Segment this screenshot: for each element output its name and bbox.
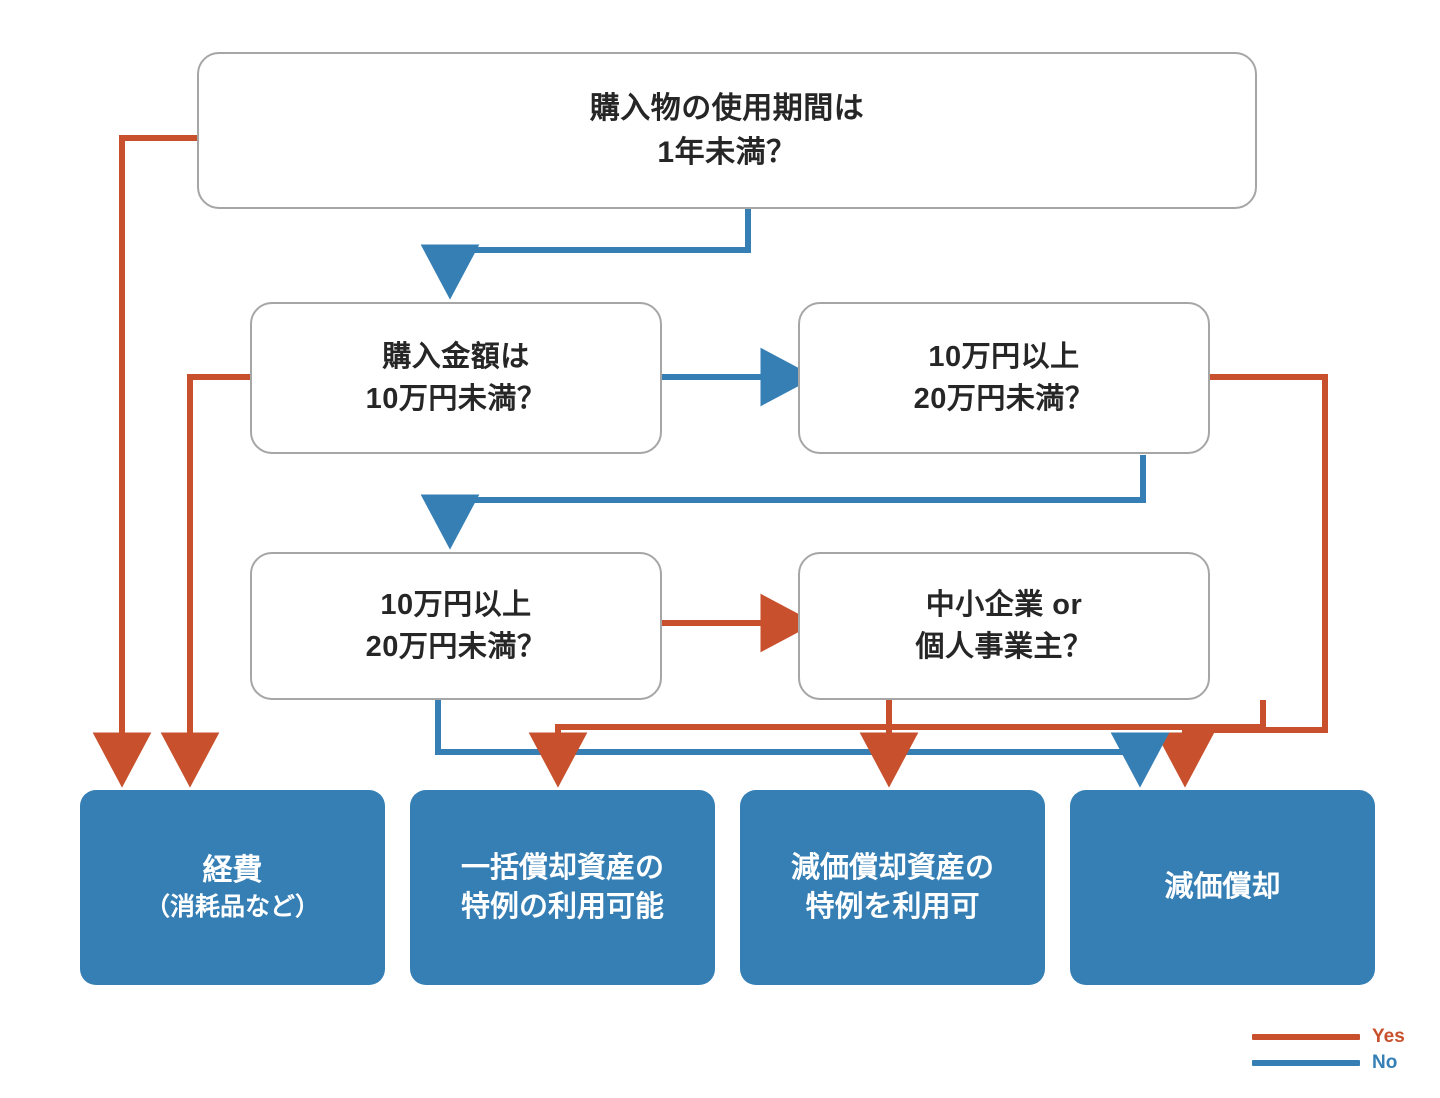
node-line-1: 購入物の使用期間は xyxy=(589,92,865,125)
decision-node-100k-to-200k-a[interactable]: 10万円以上 20万円未満？ xyxy=(798,302,1210,454)
legend-label-no: No xyxy=(1372,1052,1398,1073)
node-line-2: 20万円未満？ xyxy=(913,383,1095,415)
result-line-1: 経費 xyxy=(202,854,263,888)
node-line-2: 20万円未満？ xyxy=(365,631,547,663)
legend: Yes No xyxy=(1252,1024,1412,1076)
edge-usage-period-no xyxy=(420,208,751,300)
result-line-2: 特例を利用可 xyxy=(805,890,980,923)
node-line-1: 10万円以上 xyxy=(380,588,532,621)
result-line-2: （消耗品など） xyxy=(144,892,320,921)
edge-100k-200k-a-yes xyxy=(1155,374,1328,788)
edge-usage-period-yes xyxy=(92,135,197,788)
result-node-expense[interactable]: 経費 （消耗品など） xyxy=(80,790,385,985)
result-line-1: 減価償却 xyxy=(1164,871,1281,904)
legend-item-yes: Yes xyxy=(1252,1024,1412,1050)
node-line-2: 個人事業主？ xyxy=(915,631,1093,663)
result-node-depreciable-asset-special[interactable]: 減価償却資産の 特例を利用可 xyxy=(740,790,1045,985)
edge-sme-no xyxy=(528,700,1266,788)
legend-item-no: No xyxy=(1252,1050,1412,1076)
legend-line-no-icon xyxy=(1252,1060,1360,1066)
node-line-1: 購入金額は xyxy=(382,340,530,373)
result-line-2: 特例の利用可能 xyxy=(460,890,664,923)
node-line-1: 10万円以上 xyxy=(928,340,1080,373)
legend-label-yes: Yes xyxy=(1372,1026,1405,1047)
result-line-1: 減価償却資産の xyxy=(790,852,994,885)
node-line-2: 10万円未満？ xyxy=(365,383,547,415)
node-line-1: 中小企業 or xyxy=(925,588,1083,621)
edge-100k-200k-a-no xyxy=(420,455,1146,550)
edge-amount-under-100k-yes xyxy=(160,374,250,788)
decision-node-100k-to-200k-b[interactable]: 10万円以上 20万円未満？ xyxy=(250,552,662,700)
legend-line-yes-icon xyxy=(1252,1034,1360,1040)
node-line-2: 1年未満？ xyxy=(657,135,797,169)
decision-node-amount-under-100k[interactable]: 購入金額は 10万円未満？ xyxy=(250,302,662,454)
edge-100k-200k-b-no xyxy=(435,700,1170,788)
decision-node-usage-period[interactable]: 購入物の使用期間は 1年未満？ xyxy=(197,52,1257,209)
result-node-lump-sum-depreciation[interactable]: 一括償却資産の 特例の利用可能 xyxy=(410,790,715,985)
result-node-depreciation[interactable]: 減価償却 xyxy=(1070,790,1375,985)
result-line-1: 一括償却資産の xyxy=(460,852,664,885)
decision-node-sme-or-sole-proprietor[interactable]: 中小企業 or 個人事業主？ xyxy=(798,552,1210,700)
